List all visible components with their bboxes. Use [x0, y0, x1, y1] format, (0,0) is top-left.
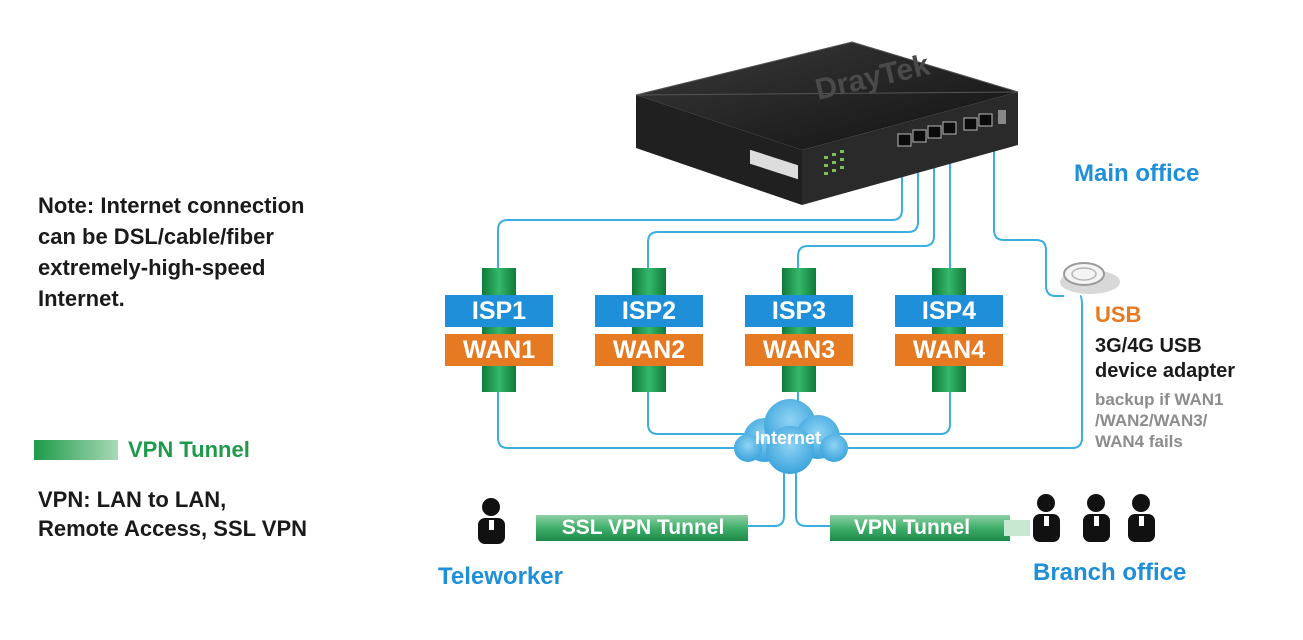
vpn-note-line: Remote Access, SSL VPN [38, 516, 308, 541]
router-device: DrayTek [635, 41, 1019, 205]
teleworker-person-icon [478, 498, 505, 544]
branch-person-icon-3 [1128, 494, 1155, 542]
note-line: extremely-high-speed [38, 255, 266, 280]
branch-line [795, 468, 832, 527]
router-ports [897, 110, 1006, 147]
branch-person-icon-1 [1033, 494, 1060, 542]
internet-cloud [734, 399, 848, 474]
isp1-label: ISP1 [471, 297, 527, 325]
teleworker-label: Teleworker [438, 563, 563, 590]
usb-backup-line: /WAN2/WAN3/ [1095, 411, 1208, 430]
wan2-line [647, 150, 919, 435]
ssl-vpn-tunnel-bar [536, 515, 748, 541]
branch-person-icon-2 [1083, 494, 1110, 542]
main-office-label: Main office [1074, 160, 1200, 187]
vpn-types-note: VPN: LAN to LAN, Remote Access, SSL VPN [38, 485, 307, 543]
vpn-tunnel-bar [830, 515, 1010, 541]
usb-adapter-icon [1060, 262, 1120, 294]
usb-desc-line: device adapter [1095, 360, 1236, 382]
teleworker-line [748, 468, 785, 527]
legend-vpn-label: VPN Tunnel [128, 437, 250, 462]
branch-office-label: Branch office [1033, 559, 1187, 586]
isp2-label: ISP2 [621, 297, 677, 325]
note-line: Note: Internet connection [38, 193, 305, 218]
router-leds [824, 150, 844, 175]
usb-desc-line: 3G/4G USB [1095, 335, 1202, 357]
isp4-label: ISP4 [921, 297, 977, 325]
vpn-tunnel-label: VPN Tunnel [853, 516, 971, 539]
usb-line [836, 145, 1083, 449]
legend-vpn-swatch [34, 440, 118, 460]
wan-vpn-bars [482, 268, 966, 392]
internet-note: Note: Internet connection can be DSL/cab… [38, 190, 304, 314]
usb-backup-line: backup if WAN1 [1095, 390, 1224, 409]
wan4-label: WAN4 [912, 336, 986, 364]
internet-label: Internet [754, 428, 821, 448]
note-line: can be DSL/cable/fiber [38, 224, 274, 249]
isp-boxes [445, 295, 1003, 366]
vpn-tunnel-bar-end [1004, 520, 1030, 536]
usb-title: USB [1095, 302, 1142, 327]
vpn-note-line: VPN: LAN to LAN, [38, 487, 227, 512]
wan1-label: WAN1 [462, 336, 536, 364]
usb-backup-note: backup if WAN1 /WAN2/WAN3/ WAN4 fails [1095, 389, 1223, 452]
note-line: Internet. [38, 286, 125, 311]
wan1-line [497, 150, 903, 449]
usb-backup-line: WAN4 fails [1095, 432, 1183, 451]
ssl-vpn-tunnel-label: SSL VPN Tunnel [561, 516, 725, 539]
wan3-label: WAN3 [762, 336, 836, 364]
isp3-label: ISP3 [771, 297, 827, 325]
wan2-label: WAN2 [612, 336, 686, 364]
usb-description: 3G/4G USB device adapter [1095, 334, 1235, 384]
wan4-line [836, 150, 951, 435]
